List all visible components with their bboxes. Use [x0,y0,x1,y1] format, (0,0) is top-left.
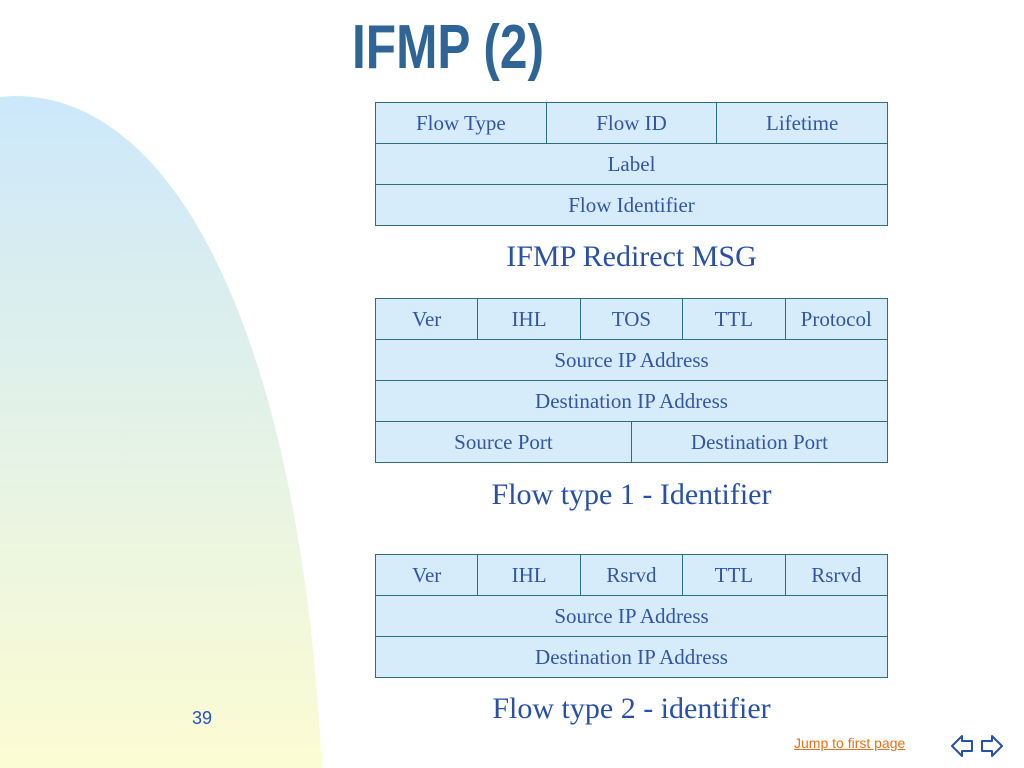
field-lifetime: Lifetime [716,102,888,144]
field-tos: TOS [579,298,684,340]
table-row: Label [375,143,888,185]
table-caption: Flow type 1 - Identifier [491,478,772,511]
field-protocol: Protocol [784,298,888,340]
table-row: Destination IP Address [375,636,888,678]
back-forward-arrows-icon[interactable] [950,730,1004,762]
field-ttl: TTL [682,298,786,340]
table-row: Flow Type Flow ID Lifetime [375,102,888,144]
field-ver: Ver [374,554,479,596]
jump-to-first-page-link[interactable]: Jump to first page [794,735,906,751]
ifmp-redirect-msg-table: Flow Type Flow ID Lifetime Label Flow Id… [375,102,888,226]
table-row: Source Port Destination Port [375,421,889,463]
field-rsrvd: Rsrvd [579,554,684,596]
field-rsrvd: Rsrvd [784,554,889,596]
field-destination-port: Destination Port [630,421,889,463]
table-row: Source IP Address [375,595,888,637]
field-flow-type: Flow Type [375,102,547,144]
flow-type-1-identifier-table: Ver IHL TOS TTL Protocol Source IP Addre… [374,298,889,463]
field-source-ip-address: Source IP Address [375,595,888,637]
table-row: Source IP Address [375,339,888,381]
field-ihl: IHL [477,298,581,340]
table-row: Destination IP Address [375,380,888,422]
slide-title: IFMP (2) [352,13,544,82]
table-row: Ver IHL Rsrvd TTL Rsrvd [374,554,889,596]
table-row: Flow Identifier [375,184,888,226]
field-label: Label [375,143,888,185]
flow-type-2-identifier-table: Ver IHL Rsrvd TTL Rsrvd Source IP Addres… [374,554,889,678]
field-destination-ip-address: Destination IP Address [375,636,888,678]
field-flow-identifier: Flow Identifier [375,184,888,226]
field-source-ip-address: Source IP Address [375,339,888,381]
table-row: Ver IHL TOS TTL Protocol [374,298,888,340]
field-ihl: IHL [477,554,581,596]
field-flow-id: Flow ID [545,102,718,144]
field-ver: Ver [374,298,479,340]
page-number: 39 [192,708,213,728]
field-source-port: Source Port [375,421,632,463]
field-ttl: TTL [682,554,786,596]
field-destination-ip-address: Destination IP Address [375,380,888,422]
table-caption: Flow type 2 - identifier [492,692,771,725]
table-caption: IFMP Redirect MSG [506,240,757,273]
